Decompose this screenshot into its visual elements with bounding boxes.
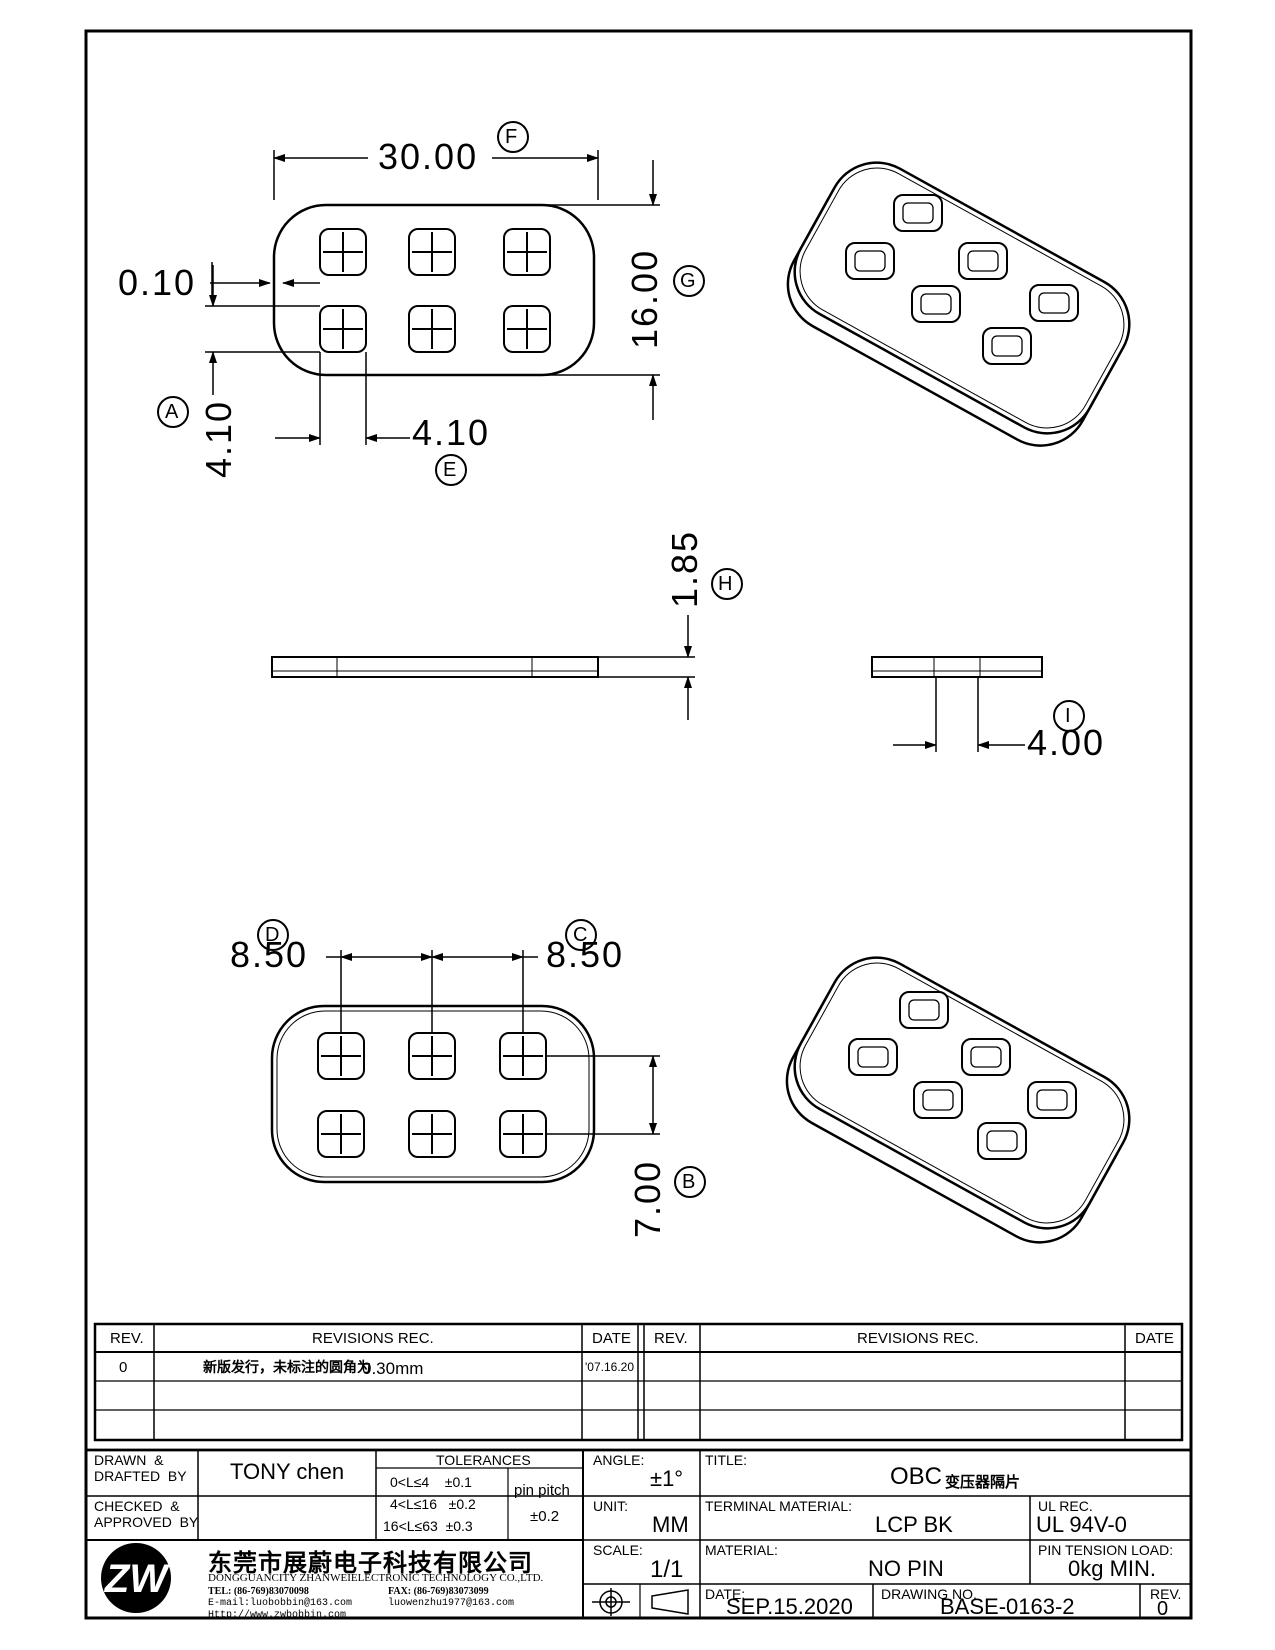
callout-i: I xyxy=(1065,705,1071,727)
isometric-view-bottom xyxy=(785,956,1131,1244)
callout-e: E xyxy=(443,459,457,481)
isometric-view-top xyxy=(786,161,1131,447)
scale-value: 1/1 xyxy=(650,1556,684,1583)
tol-row-1: 0<L≤4 ±0.1 xyxy=(390,1474,472,1490)
callout-circles xyxy=(157,121,1085,1198)
callout-f: F xyxy=(505,126,518,148)
side-view xyxy=(871,656,1043,752)
top-view xyxy=(205,150,660,445)
dim-gap: 0.10 xyxy=(118,262,197,303)
dim-pitch-x: 4.10 xyxy=(412,412,491,453)
company-fax: FAX: (86-769)83073099 xyxy=(388,1586,489,1597)
checked-label: CHECKED & APPROVED BY xyxy=(94,1498,199,1531)
rev-header-left: REV. xyxy=(110,1330,144,1347)
company-name-cn: 东莞市展蔚电子科技有限公司 xyxy=(208,1549,533,1577)
company-logo: ZW xyxy=(101,1543,171,1613)
dim-pitch-y: 4.10 xyxy=(198,399,239,478)
callout-h: H xyxy=(718,573,733,595)
terminal-label: TERMINAL MATERIAL: xyxy=(705,1498,853,1514)
drawn-by: TONY chen xyxy=(230,1459,345,1484)
projection-symbol-icon xyxy=(592,1588,689,1616)
rev-row-note: 新版发行，未标注的圆角为 xyxy=(203,1359,371,1375)
unit-value: MM xyxy=(652,1512,689,1537)
terminal-value: LCP BK xyxy=(875,1512,953,1537)
material-value: NO PIN xyxy=(868,1556,944,1581)
tol-row-2: 4<L≤16 ±0.2 xyxy=(390,1496,476,1512)
ul-value: UL 94V-0 xyxy=(1036,1512,1127,1537)
material-label: MATERIAL: xyxy=(705,1542,778,1558)
rev-value: 0 xyxy=(1157,1598,1169,1620)
company-web: Http://www.zwbobbin.com xyxy=(208,1610,347,1621)
angle-label: ANGLE: xyxy=(593,1452,645,1468)
pin-pitch-value: ±0.2 xyxy=(530,1508,560,1525)
drawing-no-value: BASE-0163-2 xyxy=(940,1594,1075,1619)
unit-label: UNIT: xyxy=(593,1498,628,1514)
date-label: DATE: xyxy=(705,1586,746,1602)
drawn-label: DRAWN & DRAFTED BY xyxy=(94,1452,187,1485)
title-prefix: OBC xyxy=(890,1463,943,1490)
company-email-1: E-mail:luobobbin@163.com xyxy=(208,1598,353,1609)
rev-header-right: REV. xyxy=(654,1330,688,1347)
rev-row-date: '07.16.20 xyxy=(585,1360,635,1374)
date-header-left: DATE xyxy=(592,1330,631,1347)
callout-c: C xyxy=(573,924,588,946)
tol-row-3: 16<L≤63 ±0.3 xyxy=(383,1518,473,1534)
rec-header-left: REVISIONS REC. xyxy=(312,1330,434,1347)
dim-side-width: 4.00 xyxy=(1027,722,1106,763)
pin-tension-label: PIN TENSION LOAD: xyxy=(1038,1542,1174,1558)
tolerances-title: TOLERANCES xyxy=(436,1452,531,1468)
title-block xyxy=(84,1448,1193,1620)
dim-row-pitch: 7.00 xyxy=(627,1159,668,1238)
front-view xyxy=(271,615,695,720)
pin-pitch-label: pin pitch xyxy=(514,1482,570,1499)
pin-tension-value: 0kg MIN. xyxy=(1068,1556,1157,1581)
angle-value: ±1° xyxy=(650,1466,684,1491)
date-value: SEP.15.2020 xyxy=(726,1594,853,1619)
callout-d: D xyxy=(265,924,280,946)
title-suffix: 变压器隔片 xyxy=(945,1474,1021,1491)
dim-spacing-left: 8.50 xyxy=(230,934,309,975)
rev-row-value: 0.30mm xyxy=(362,1359,424,1378)
date-header-right: DATE xyxy=(1135,1330,1174,1347)
rev-row-rev: 0 xyxy=(119,1359,128,1376)
logo-text: ZW xyxy=(104,1557,170,1601)
dim-height: 16.00 xyxy=(624,248,665,349)
revisions-table xyxy=(93,1322,1184,1442)
dim-thickness: 1.85 xyxy=(664,529,705,608)
title-label: TITLE: xyxy=(705,1452,748,1468)
callout-g: G xyxy=(680,270,696,292)
rec-header-right: REVISIONS REC. xyxy=(857,1330,979,1347)
drawing-no-label: DRAWING NO. xyxy=(881,1586,977,1602)
company-tel: TEL: (86-769)83070098 xyxy=(208,1586,309,1597)
scale-label: SCALE: xyxy=(593,1542,643,1558)
dim-spacing-right: 8.50 xyxy=(546,934,625,975)
bottom-view xyxy=(270,950,660,1184)
company-email-2: luowenzhu1977@163.com xyxy=(388,1598,515,1609)
callout-a: A xyxy=(165,401,179,423)
rev-label: REV. xyxy=(1150,1586,1182,1602)
callout-b: B xyxy=(682,1171,696,1193)
dim-width: 30.00 xyxy=(378,136,479,177)
company-name-en: DONGGUANCITY ZHANWEIELECTRONIC TECHNOLOG… xyxy=(208,1572,544,1584)
ul-label: UL REC. xyxy=(1038,1498,1093,1514)
